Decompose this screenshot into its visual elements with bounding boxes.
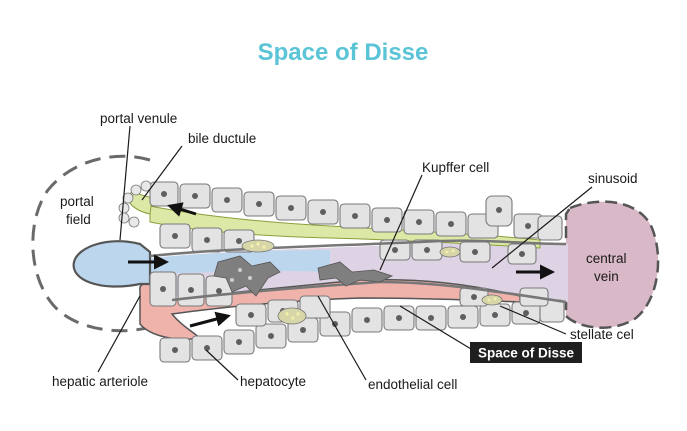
leader-hepatocyte — [205, 349, 239, 381]
label-space-of-disse: Space of Disse — [478, 346, 575, 361]
leader-kupffer-cell — [379, 174, 423, 271]
kupffer-cells — [213, 255, 394, 297]
space-of-disse-badge-bg — [470, 342, 582, 363]
leader-portal-venule — [119, 125, 131, 241]
leader-endothelial-cell — [317, 295, 367, 381]
hepatocytes-bottom-row — [149, 271, 565, 363]
leader-stellate-cell — [499, 305, 567, 335]
leader-hepatic-arteriole — [97, 295, 141, 373]
portal-field-outline — [31, 154, 166, 333]
label-hepatocyte: hepatocyte — [240, 374, 306, 389]
label-endothelial-cell: endothelial cell — [368, 377, 457, 392]
leader-sinusoid — [491, 186, 593, 269]
label-portal-field-2: field — [66, 212, 91, 227]
label-portal-venule: portal venule — [100, 111, 177, 126]
arterial-inflow-arrow — [189, 311, 231, 328]
hepatocytes-top-row — [149, 181, 563, 265]
stellate-cells — [241, 239, 503, 325]
endothelial-lining-top — [149, 239, 567, 258]
page-title: Space of Disse — [258, 39, 429, 66]
label-central-vein-1: central — [586, 251, 627, 266]
bile-flow-arrow — [167, 202, 197, 217]
label-portal-field-1: portal — [60, 194, 94, 209]
portal-venule — [72, 240, 152, 288]
label-hepatic-arteriole: hepatic arteriole — [52, 374, 148, 389]
label-sinusoid: sinusoid — [588, 171, 638, 186]
leader-bile-ductule — [141, 145, 183, 201]
central-vein — [564, 200, 660, 329]
label-kupffer-cell: Kupffer cell — [422, 160, 489, 175]
label-central-vein-2: vein — [594, 269, 619, 284]
kupffer-nuclei — [230, 268, 252, 282]
label-bile-ductule: bile ductule — [188, 131, 256, 146]
label-stellate-cell: stellate cel — [570, 327, 634, 342]
leader-space-of-disse — [399, 305, 477, 353]
space-of-disse-badge: Space of Disse — [470, 342, 582, 363]
